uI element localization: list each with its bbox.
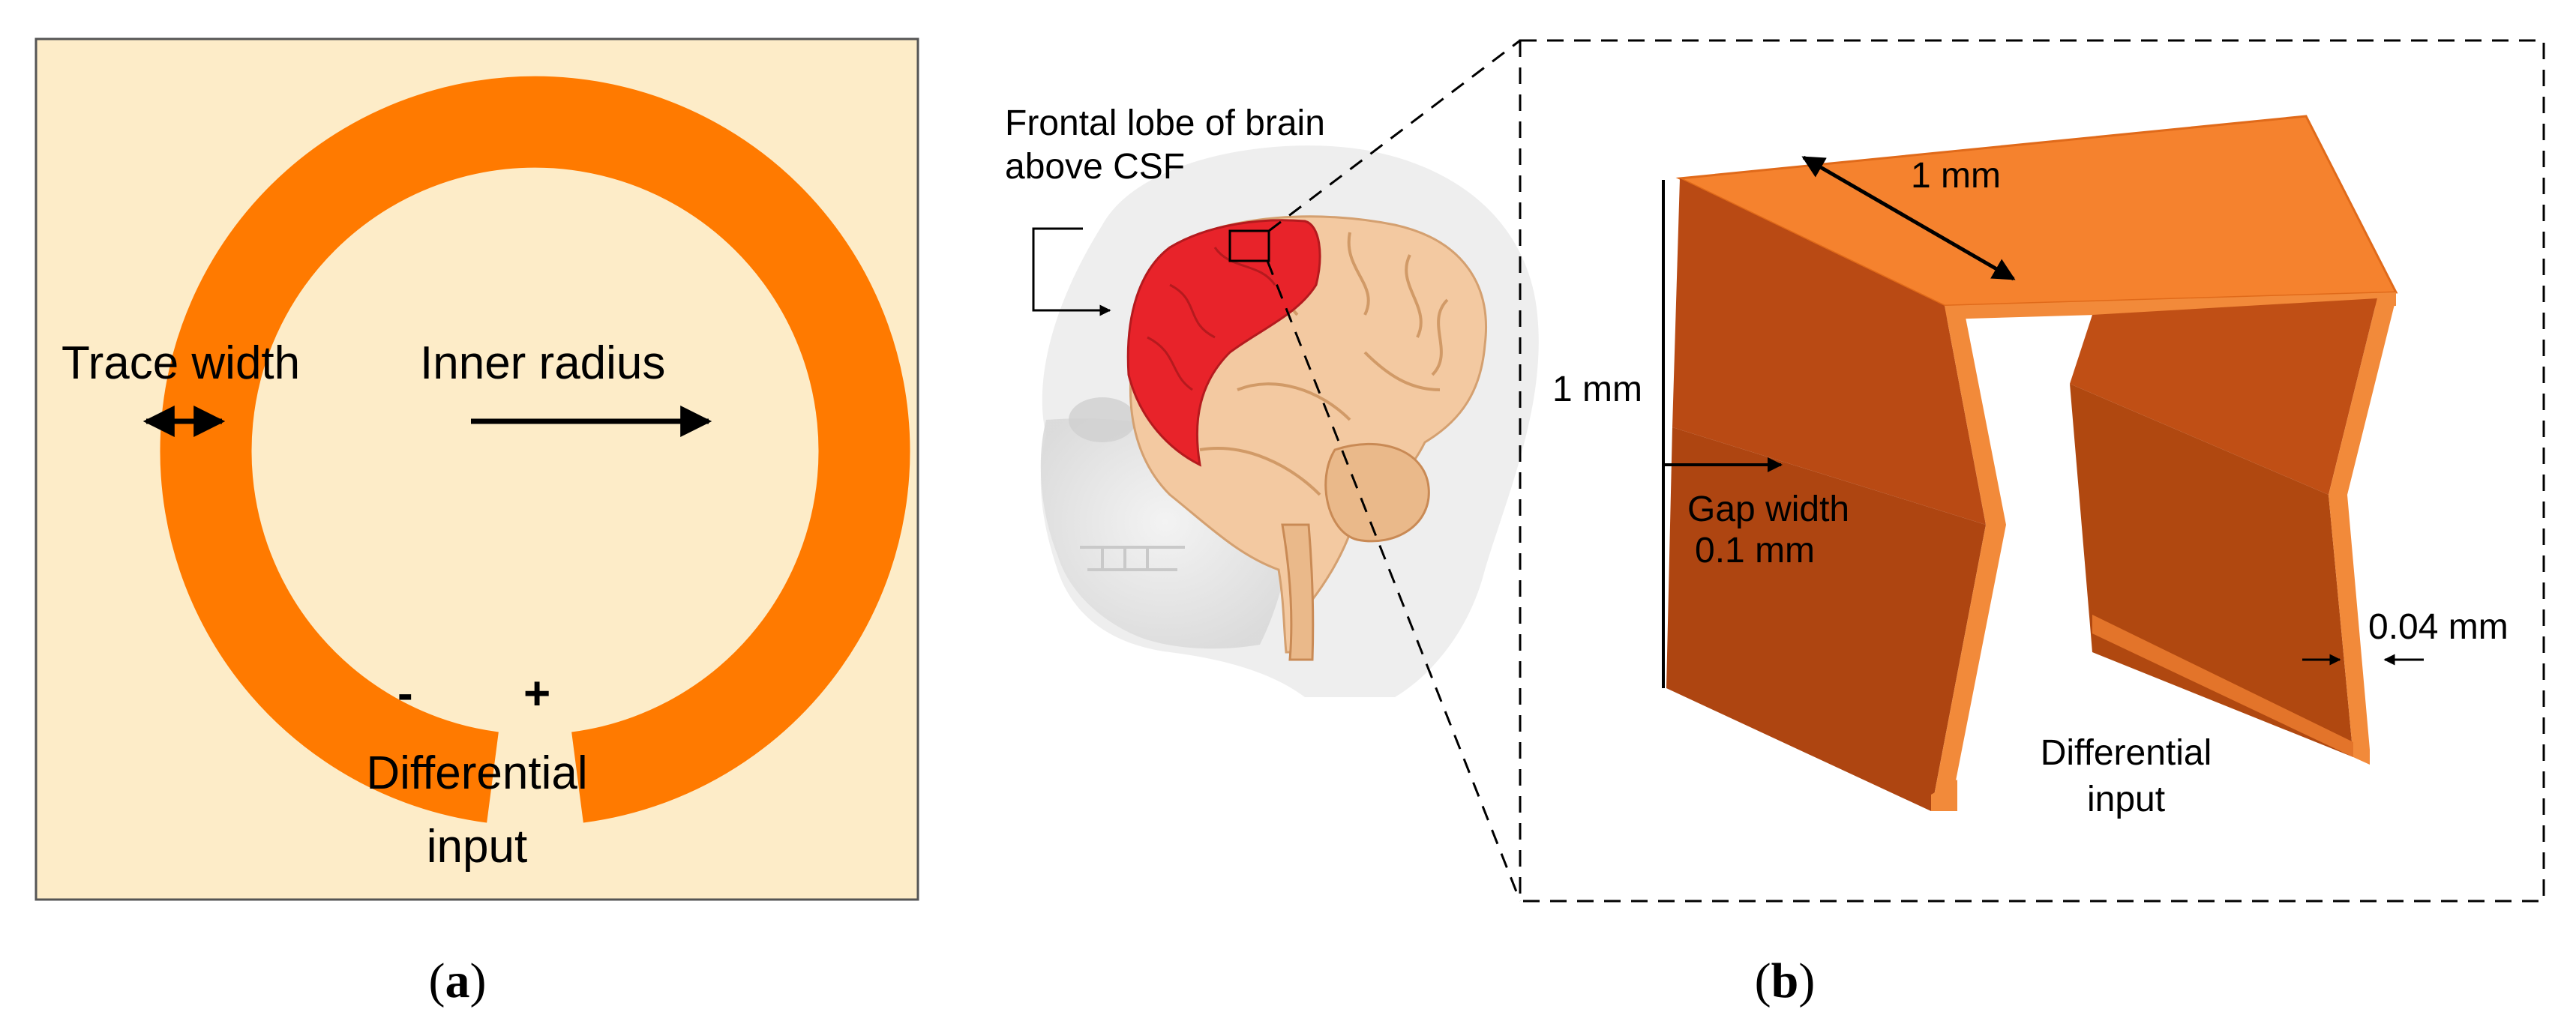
gap-width-label-line1: Gap width bbox=[1687, 490, 1849, 529]
frontal-lobe-label-line2: above CSF bbox=[1005, 147, 1185, 187]
brain-stem bbox=[1281, 523, 1315, 661]
top-length-arrow bbox=[1801, 155, 2016, 281]
antenna-left-wall-upper bbox=[1672, 178, 1986, 525]
differential-input-label-b-line2: input bbox=[2087, 780, 2165, 819]
inner-radius-label: Inner radius bbox=[420, 337, 665, 389]
panel-b-caption-letter: b bbox=[1771, 954, 1799, 1008]
differential-input-label-line2: input bbox=[427, 821, 527, 873]
thickness-label: 0.04 mm bbox=[2368, 607, 2509, 647]
panel-a: Trace width Inner radius - + Differentia… bbox=[34, 37, 919, 1008]
antenna-left-edge bbox=[1931, 306, 2006, 811]
antenna-right-foot-shade bbox=[2092, 615, 2353, 757]
head-illustration: Frontal lobe of brain above CSF bbox=[1005, 103, 1539, 697]
minus-terminal: - bbox=[397, 668, 413, 720]
differential-input-label-line1: Differential bbox=[366, 747, 587, 799]
teeth bbox=[1080, 546, 1185, 571]
lobe-pointer-line bbox=[1032, 227, 1111, 316]
zoom-region-marker bbox=[1228, 229, 1270, 262]
antenna-right-wall-lower bbox=[2070, 384, 2353, 757]
height-label: 1 mm bbox=[1552, 370, 1642, 409]
zoom-line-top bbox=[1268, 39, 1521, 232]
antenna-right-edge bbox=[2329, 298, 2396, 757]
panel-b: 1 mm 1 mm Gap width 0.1 mm 0.04 mm Diffe… bbox=[1519, 39, 2545, 1008]
antenna-left-foot bbox=[1931, 780, 1957, 811]
eye-socket bbox=[1069, 397, 1136, 442]
cerebellum bbox=[1324, 442, 1430, 543]
loop-ring bbox=[160, 76, 910, 823]
gap-width-label-line2: 0.1 mm bbox=[1695, 531, 1815, 570]
panel-b-caption: (b) bbox=[1755, 954, 1816, 1008]
antenna-left-wall-lower bbox=[1666, 427, 1986, 811]
frontal-lobe-folds bbox=[1147, 247, 1276, 391]
top-length-label: 1 mm bbox=[1911, 156, 2001, 196]
panel-a-caption-letter: a bbox=[445, 954, 470, 1008]
loop-antenna-3d bbox=[1666, 115, 2398, 811]
antenna-right-wall-upper bbox=[2070, 298, 2377, 495]
zoom-line-bottom bbox=[1266, 260, 1522, 902]
differential-input-label-b-line1: Differential bbox=[2041, 733, 2212, 773]
frontal-lobe-label-line1: Frontal lobe of brain bbox=[1005, 103, 1325, 143]
plus-terminal: + bbox=[523, 668, 550, 720]
antenna-top-edge bbox=[1945, 292, 2396, 319]
trace-width-label: Trace width bbox=[61, 337, 300, 389]
panel-a-caption: (a) bbox=[429, 954, 487, 1008]
